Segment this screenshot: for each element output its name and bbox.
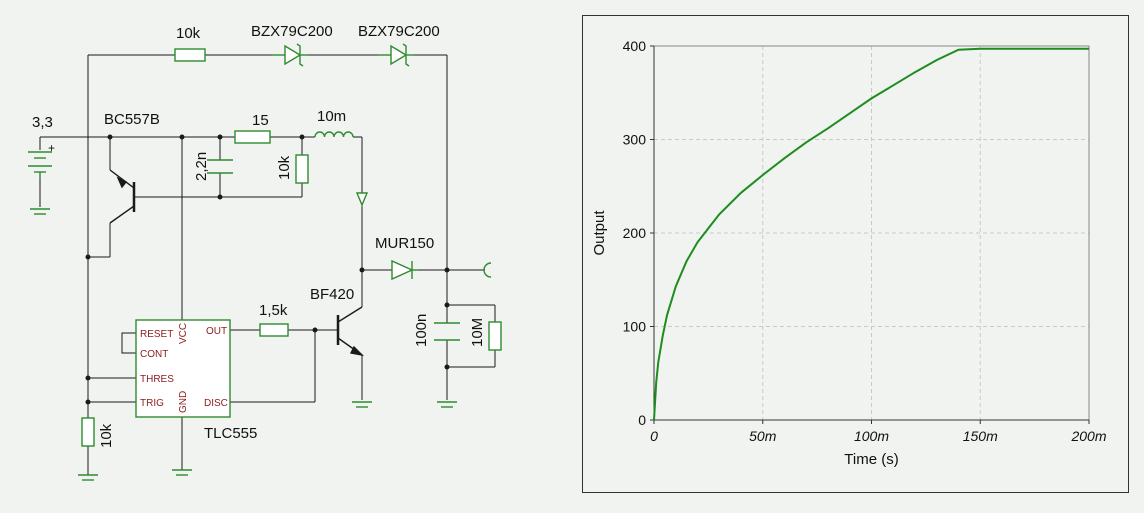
pnp-transistor-bc557b xyxy=(109,169,136,224)
pin-gnd: GND xyxy=(178,391,189,413)
pin-vcc: VCC xyxy=(178,323,189,344)
y-tick-label: 200 xyxy=(623,225,647,241)
npn-transistor-bf420 xyxy=(336,306,365,357)
resistor-10k-bottom xyxy=(81,417,95,447)
ground-symbols xyxy=(30,208,457,481)
resistor-15 xyxy=(234,130,271,144)
label-plus: + xyxy=(48,141,55,155)
inductor-10m xyxy=(314,131,354,138)
y-tick-label: 300 xyxy=(623,132,647,148)
label-pnp: BC557B xyxy=(104,111,160,128)
plot-panel: 0 50m 100m 150m 200m 0 100 200 300 400 Time (s) O… xyxy=(582,15,1129,493)
label-r10k-bottom: 10k xyxy=(98,423,115,448)
pin-thres: THRES xyxy=(140,374,174,385)
x-tick-label: 100m xyxy=(854,428,889,444)
chart-grid xyxy=(654,45,1090,420)
y-tick-label: 400 xyxy=(623,38,647,54)
label-cap100n: 100n xyxy=(413,314,430,347)
resistor-10k-gate xyxy=(295,154,309,184)
junctions xyxy=(85,134,450,405)
x-axis-label: Time (s) xyxy=(844,451,898,468)
zener-diode-2 xyxy=(378,43,414,67)
circuit-schematic: 10k BZX79C200 BZX79C200 3,3 + BC557B 15 … xyxy=(28,23,502,481)
zener-diode-1 xyxy=(272,43,308,67)
label-r15: 15 xyxy=(252,112,269,129)
x-tick-label: 200m xyxy=(1070,428,1106,444)
label-cap22: 2,2n xyxy=(193,152,210,181)
capacitor-2n2 xyxy=(207,159,233,174)
x-tick-label: 50m xyxy=(749,428,777,444)
resistor-10m xyxy=(488,321,502,351)
label-zener2: BZX79C200 xyxy=(358,23,440,40)
label-ic: TLC555 xyxy=(204,425,257,442)
ic-tlc555 xyxy=(135,319,231,418)
x-tick-label: 0 xyxy=(650,428,658,444)
resistor-top-10k xyxy=(174,48,206,62)
pin-trig: TRIG xyxy=(140,398,164,409)
label-r10k-gate: 10k xyxy=(276,155,293,180)
diode-mur150 xyxy=(391,259,418,281)
pin-out: OUT xyxy=(206,326,227,337)
y-tick-label: 100 xyxy=(623,319,647,335)
label-zener1: BZX79C200 xyxy=(251,23,333,40)
wires xyxy=(39,54,496,475)
x-tick-label: 150m xyxy=(963,428,998,444)
output-chart: 0 50m 100m 150m 200m 0 100 200 300 400 Time (s) O… xyxy=(591,38,1107,468)
pin-reset: RESET xyxy=(140,329,173,340)
current-arrow xyxy=(355,192,369,207)
capacitor-100n xyxy=(434,322,460,341)
label-r15k: 1,5k xyxy=(259,302,288,319)
series-line-output xyxy=(653,47,1089,421)
label-r10m: 10M xyxy=(469,318,486,347)
pin-disc: DISC xyxy=(204,398,228,409)
y-axis-label: Output xyxy=(591,210,608,256)
label-r-top: 10k xyxy=(176,25,201,42)
label-vsrc: 3,3 xyxy=(32,114,53,131)
chart-ticks: 0 50m 100m 150m 200m 0 100 200 300 400 xyxy=(623,38,1107,444)
battery-3v3 xyxy=(28,151,52,178)
y-tick-label: 0 xyxy=(638,412,646,428)
output-terminal xyxy=(483,262,492,278)
label-inductor: 10m xyxy=(317,108,346,125)
resistor-1k5 xyxy=(259,323,289,337)
label-npn: BF420 xyxy=(310,286,354,303)
chart-series xyxy=(653,47,1089,421)
label-mur: MUR150 xyxy=(375,235,434,252)
pin-cont: CONT xyxy=(140,349,168,360)
